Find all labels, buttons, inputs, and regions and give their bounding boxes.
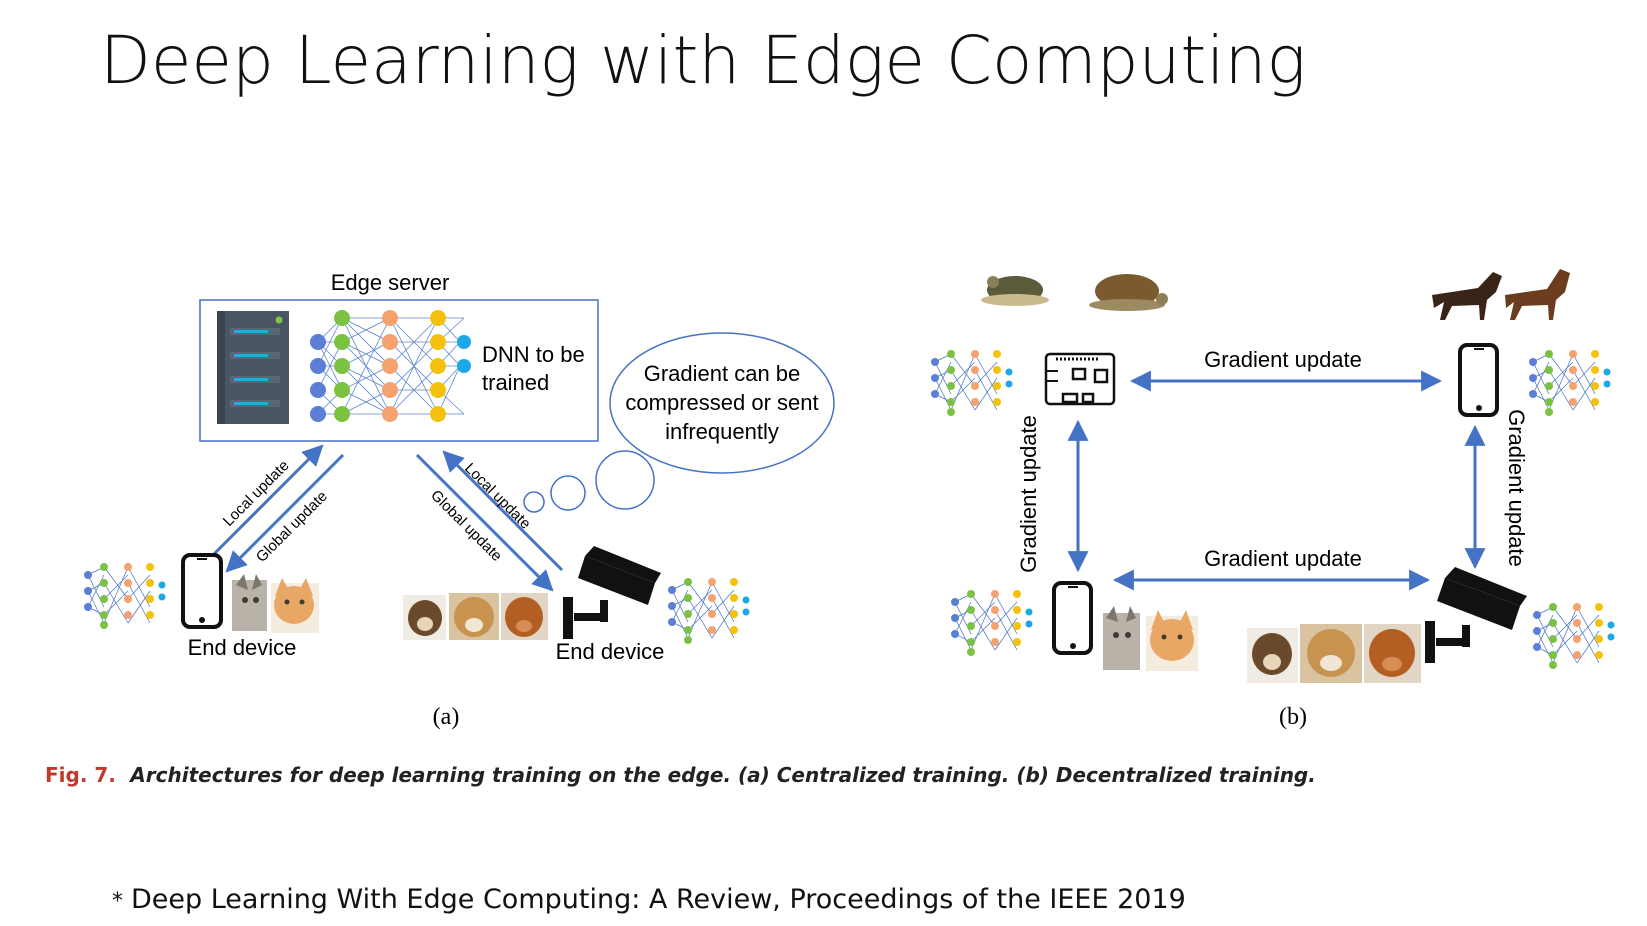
dnn-label-line2: trained bbox=[482, 370, 549, 395]
dog-photos-icon bbox=[1247, 624, 1421, 683]
gradient-update-label-bottom: Gradient update bbox=[1204, 546, 1362, 571]
panel-b-decentralized: Gradient update Gradient update Gradient… bbox=[931, 269, 1615, 730]
cat-photos-icon bbox=[232, 574, 319, 633]
local-update-label-left: Local update bbox=[220, 457, 293, 530]
server-rack-icon bbox=[217, 311, 289, 424]
end-device-label-left: End device bbox=[188, 635, 297, 660]
dnn-label-line1: DNN to be bbox=[482, 342, 585, 367]
dnn-network-icon bbox=[310, 310, 471, 422]
circuit-board-icon bbox=[1044, 352, 1116, 406]
smartphone-icon bbox=[1458, 343, 1499, 417]
cat-photos-icon bbox=[1103, 606, 1198, 671]
small-dnn-icon bbox=[1533, 603, 1615, 669]
gradient-update-label-left: Gradient update bbox=[1016, 415, 1041, 573]
global-update-label-left: Global update bbox=[253, 488, 331, 566]
thought-bubble: Gradient can be compressed or sent infre… bbox=[523, 332, 835, 513]
caption-label: Fig. 7. bbox=[45, 763, 116, 787]
end-device-label-right: End device bbox=[556, 639, 665, 664]
small-dnn-icon bbox=[84, 563, 166, 629]
bubble-line2: compressed or sent bbox=[625, 390, 818, 415]
edge-server-label: Edge server bbox=[331, 270, 450, 295]
citation-footnote: * Deep Learning With Edge Computing: A Re… bbox=[112, 884, 1186, 915]
panel-a-centralized: Edge server bbox=[84, 270, 835, 730]
security-camera-icon bbox=[563, 546, 661, 639]
arrows-right-device bbox=[415, 450, 564, 592]
small-dnn-icon bbox=[1529, 350, 1611, 416]
gradient-update-label-top: Gradient update bbox=[1204, 347, 1362, 372]
small-dnn-icon bbox=[931, 350, 1013, 416]
gradient-update-label-right: Gradient update bbox=[1504, 409, 1529, 567]
caption-text: Architectures for deep learning training… bbox=[130, 763, 1316, 787]
training-architecture-diagram: Edge server bbox=[84, 269, 1615, 730]
page-title: Deep Learning with Edge Computing bbox=[100, 22, 1307, 99]
turtle-photos-icon bbox=[981, 274, 1168, 311]
smartphone-icon bbox=[1052, 581, 1093, 655]
edge-server-box bbox=[199, 299, 599, 442]
panel-a-sublabel: (a) bbox=[433, 704, 460, 730]
arrows-left-device bbox=[208, 444, 345, 573]
dog-photos-icon bbox=[403, 593, 548, 640]
smartphone-icon bbox=[181, 553, 223, 629]
footnote-text: Deep Learning With Edge Computing: A Rev… bbox=[131, 884, 1186, 915]
bubble-line1: Gradient can be bbox=[644, 361, 801, 386]
footnote-star: * bbox=[112, 889, 123, 914]
gradient-arrows bbox=[1067, 370, 1486, 591]
small-dnn-icon bbox=[951, 590, 1033, 656]
horse-photos-icon bbox=[1432, 269, 1570, 320]
small-dnn-icon bbox=[668, 578, 750, 644]
figure-caption: Fig. 7. Architectures for deep learning … bbox=[45, 763, 1316, 787]
bubble-line3: infrequently bbox=[665, 419, 779, 444]
security-camera-icon bbox=[1425, 567, 1527, 663]
panel-b-sublabel: (b) bbox=[1279, 704, 1307, 730]
